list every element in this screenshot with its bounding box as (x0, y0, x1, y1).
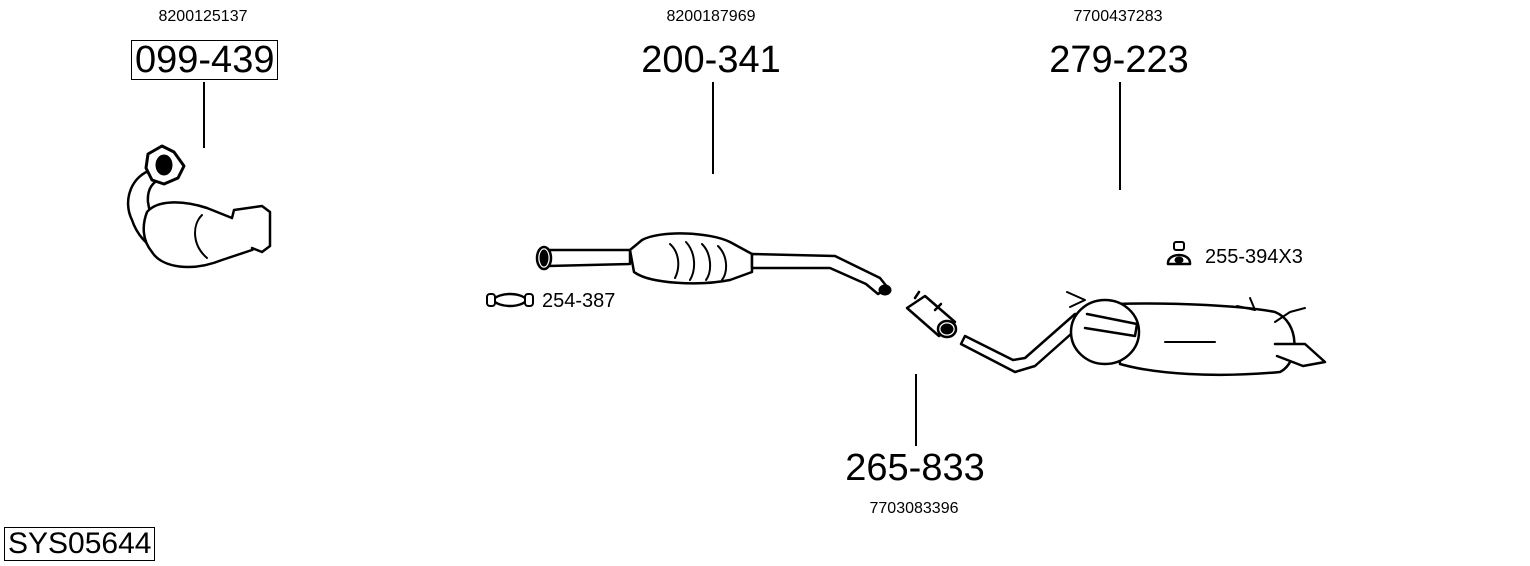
leader-line (915, 374, 917, 446)
part-number-front-catalyst[interactable]: 099-439 (131, 40, 279, 80)
oe-number-front-catalyst: 8200125137 (158, 8, 248, 25)
oe-number-connector: 7703083396 (869, 500, 959, 517)
system-code: SYS05644 (4, 527, 156, 561)
leader-line (203, 82, 205, 148)
rear-silencer-drawing[interactable] (955, 282, 1335, 382)
oe-number-rear-silencer: 7700437283 (1073, 8, 1163, 25)
accessory-clamp-label[interactable]: 254-387 (542, 290, 616, 312)
part-number-middle-pipe[interactable]: 200-341 (641, 39, 781, 81)
pipe-connector-drawing[interactable] (895, 284, 965, 344)
clamp-icon (486, 292, 534, 308)
oe-number-middle-pipe: 8200187969 (666, 8, 756, 25)
leader-line (1119, 82, 1121, 190)
front-catalyst-drawing[interactable] (112, 140, 302, 280)
middle-catalyst-pipe-drawing[interactable] (530, 228, 910, 308)
accessory-rubber-mount-label[interactable]: 255-394X3 (1205, 246, 1303, 268)
part-number-rear-silencer[interactable]: 279-223 (1049, 39, 1189, 81)
rubber-mount-icon (1166, 241, 1192, 266)
leader-line (712, 82, 714, 174)
part-number-connector[interactable]: 265-833 (845, 447, 985, 489)
